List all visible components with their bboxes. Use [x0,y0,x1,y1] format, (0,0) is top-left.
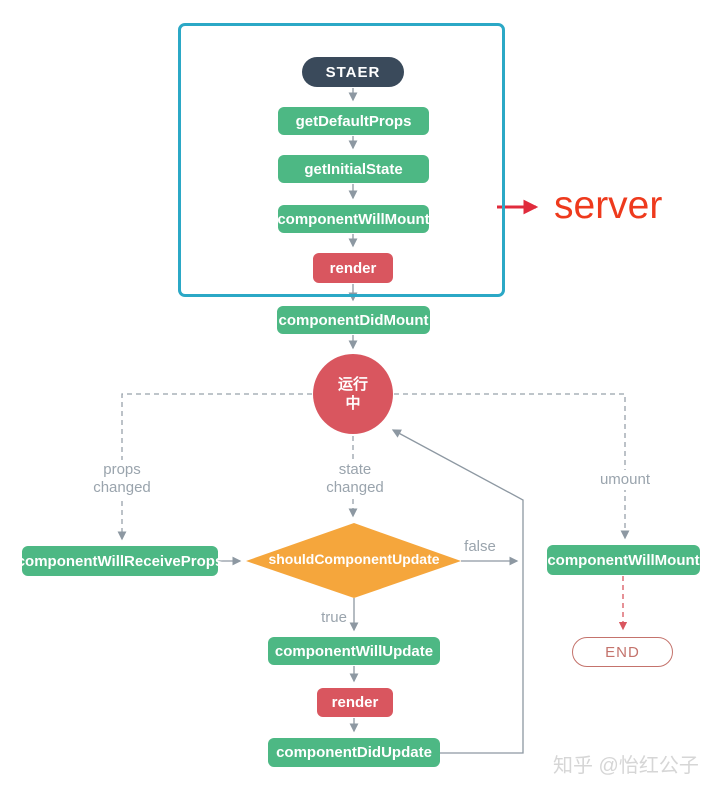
running-line1: 运行 [337,376,368,393]
decision-diamond-shape [246,523,461,598]
node-component-will-mount-right: componentWillMount [547,545,700,575]
label-props-changed-line1: props [103,461,141,478]
node-component-will-update: componentWillUpdate [268,637,440,665]
server-annotation: server [554,184,663,227]
node-component-did-mount: componentDidMount [277,306,430,334]
node-end: END [572,637,673,667]
server-phase-frame [178,23,505,297]
label-props-changed: props changed [70,460,174,498]
node-get-default-props: getDefaultProps [278,107,429,135]
node-running-circle: 运行 中 [313,354,393,434]
label-umount: umount [573,470,677,490]
node-render-bottom: render [317,688,393,717]
label-props-changed-line2: changed [93,479,151,496]
label-true: true [321,609,347,626]
node-render-top: render [313,253,393,283]
node-should-component-update-label: shouldComponentUpdate [268,551,440,567]
watermark: 知乎 @怡红公子 [553,755,699,777]
label-false: false [464,538,496,555]
label-state-changed: state changed [303,460,407,498]
edge-solid [218,429,524,754]
label-state-changed-line2: changed [326,479,384,496]
running-line2: 中 [345,395,361,412]
node-start: STAER [302,57,404,87]
node-component-did-update: componentDidUpdate [268,738,440,767]
label-state-changed-line1: state [338,461,372,478]
node-component-will-receive-props: componentWillReceiveProps [17,546,223,576]
node-component-will-mount-top: componentWillMount [277,205,430,233]
node-get-initial-state: getInitialState [278,155,429,183]
